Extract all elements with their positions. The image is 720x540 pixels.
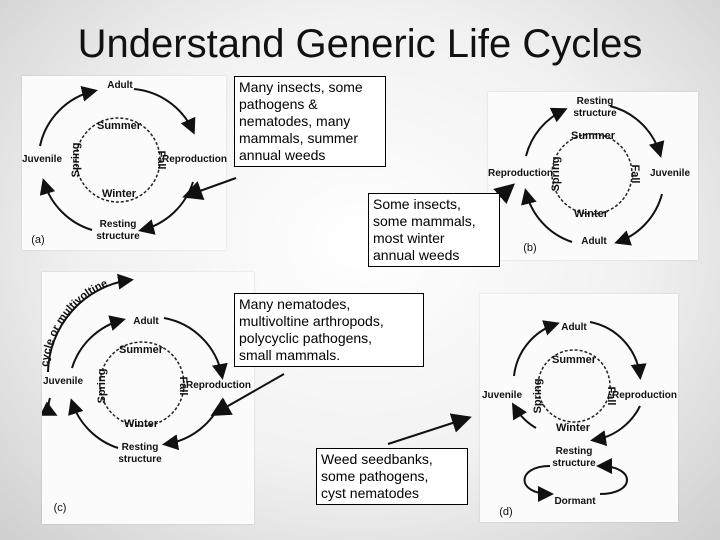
stage-adult: Adult — [133, 316, 159, 327]
callout-multivoltine: Many nematodes, multivoltine arthropods,… — [234, 293, 424, 367]
stage-reproduction: Reproduction — [186, 380, 251, 391]
panel-label-c: (c) — [53, 502, 67, 514]
stage-dormant: Dormant — [554, 496, 596, 507]
season-winter: Winter — [101, 188, 137, 200]
season-spring: Spring — [70, 142, 82, 178]
callout-arrow-d — [387, 413, 472, 445]
season-spring: Spring — [532, 378, 544, 414]
stage-resting-structure: Resting structure — [552, 446, 596, 469]
season-spring: Spring — [96, 368, 108, 404]
life-cycle-diagram-b: Resting structure Juvenile Adult Reprodu… — [488, 92, 698, 260]
stage-resting-structure: Resting structure — [96, 219, 140, 242]
season-summer: Summer — [570, 130, 616, 142]
season-spring: Spring — [550, 156, 562, 192]
callout-winter-annual: Some insects, some mammals, most winter … — [368, 193, 500, 267]
callout-seedbanks: Weed seedbanks, some pathogens, cyst nem… — [316, 448, 468, 505]
stage-adult: Adult — [561, 322, 587, 333]
season-winter: Winter — [573, 208, 609, 220]
stage-resting-structure: Resting structure — [118, 442, 162, 465]
stage-adult: Adult — [107, 80, 133, 91]
season-winter: Winter — [555, 422, 591, 434]
life-cycle-diagram-a: Adult Reproduction Resting structure Juv… — [22, 76, 227, 250]
panel-label-a: (a) — [31, 234, 45, 246]
season-fall: Fall — [605, 386, 617, 406]
season-summer: Summer — [551, 354, 597, 366]
stage-juvenile: Juvenile — [42, 376, 84, 387]
callout-summer-annual: Many insects, some pathogens & nematodes… — [234, 76, 386, 167]
slide-title: Understand Generic Life Cycles — [77, 22, 643, 66]
life-cycle-diagram-c: cycle or multivoltine Adult Reproduction… — [42, 272, 254, 524]
cycle-circle-d — [511, 320, 647, 502]
season-fall: Fall — [629, 164, 641, 184]
life-cycle-diagram-d: Adult Reproduction Resting structure Juv… — [480, 294, 678, 522]
season-winter: Winter — [123, 418, 159, 430]
season-summer: Summer — [96, 120, 142, 132]
stage-juvenile: Juvenile — [649, 168, 691, 179]
panel-label-b: (b) — [523, 242, 537, 254]
stage-adult: Adult — [581, 236, 607, 247]
stage-reproduction: Reproduction — [162, 154, 227, 165]
panel-label-d: (d) — [499, 506, 513, 518]
stage-juvenile: Juvenile — [22, 154, 63, 165]
season-fall: Fall — [155, 150, 167, 170]
arc-text-multivoltine: cycle or multivoltine — [42, 277, 109, 367]
cycle-circle-c: cycle or multivoltine — [42, 273, 228, 451]
stage-resting-structure: Resting structure — [573, 96, 617, 119]
stage-reproduction: Reproduction — [488, 168, 553, 179]
season-fall: Fall — [177, 376, 189, 396]
stage-reproduction: Reproduction — [612, 390, 677, 401]
stage-juvenile: Juvenile — [481, 390, 523, 401]
cycle-circle-b — [521, 105, 665, 246]
season-summer: Summer — [118, 344, 164, 356]
